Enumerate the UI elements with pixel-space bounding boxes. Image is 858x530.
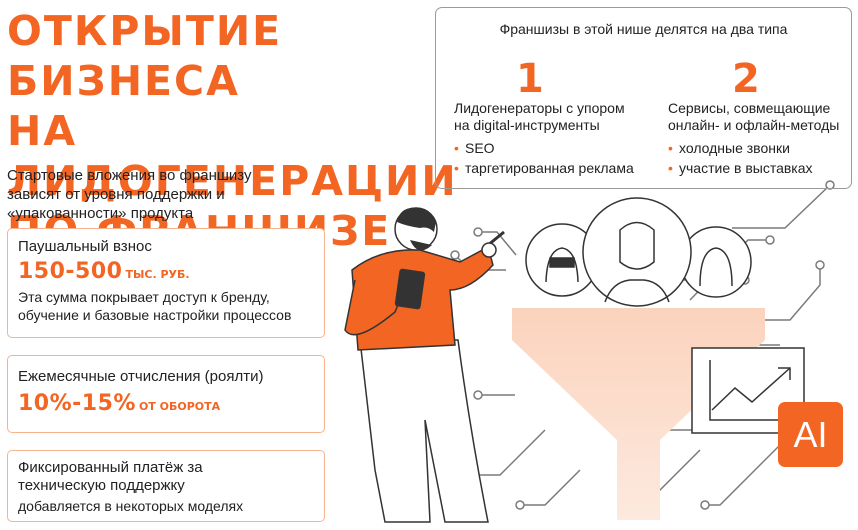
type-number: 1 bbox=[516, 56, 544, 102]
title-line: НА ЛИДОГЕНЕРАЦИИ bbox=[7, 107, 458, 205]
card-heading: Ежемесячные отчисления (роялти) bbox=[18, 368, 264, 385]
types-title: Франшизы в этой нише делятся на два типа bbox=[499, 21, 788, 37]
list-item: участие в выставках bbox=[668, 158, 848, 178]
type-description: Лидогенераторы с упором на digital-инстр… bbox=[454, 100, 625, 133]
ai-badge: AI bbox=[778, 402, 843, 467]
person-figure bbox=[344, 207, 505, 523]
type-number: 2 bbox=[732, 56, 760, 102]
card-heading: Паушальный взнос bbox=[18, 238, 152, 255]
franchise-types-box: Франшизы в этой нише делятся на два типа… bbox=[435, 7, 852, 189]
card-tech-support: Фиксированный платёж за техническую подд… bbox=[7, 450, 325, 522]
ai-badge-label: AI bbox=[793, 413, 828, 455]
card-unit: ОТ ОБОРОТА bbox=[138, 400, 221, 413]
card-value: 10%-15% bbox=[18, 391, 136, 416]
card-description: добавляется в некоторых моделях bbox=[18, 498, 244, 514]
chart-monitor bbox=[691, 347, 805, 434]
list-item: холодные звонки bbox=[668, 138, 848, 158]
card-value: 150-500 bbox=[18, 259, 123, 284]
avatar-right bbox=[680, 226, 752, 298]
title-line: ОТКРЫТИЕ БИЗНЕСА bbox=[7, 7, 283, 105]
type-2: Сервисы, совмещающие онлайн- и офлайн-ме… bbox=[668, 100, 848, 178]
list-item: таргетированная реклама bbox=[454, 158, 639, 178]
type-description: Сервисы, совмещающие онлайн- и офлайн-ме… bbox=[668, 100, 840, 133]
list-item: SEO bbox=[454, 138, 639, 158]
card-description: Эта сумма покрывает доступ к бренду, обу… bbox=[18, 289, 292, 323]
card-unit: ТЫС. РУБ. bbox=[125, 268, 190, 281]
card-heading: Фиксированный платёж за техническую подд… bbox=[18, 459, 203, 494]
subtitle: Стартовые вложения во франшизу зависят о… bbox=[7, 167, 252, 222]
card-royalty: Ежемесячные отчисления (роялти) 10%-15%О… bbox=[7, 355, 325, 433]
type-1: Лидогенераторы с упором на digital-инстр… bbox=[454, 100, 639, 178]
avatar-center bbox=[582, 197, 692, 307]
